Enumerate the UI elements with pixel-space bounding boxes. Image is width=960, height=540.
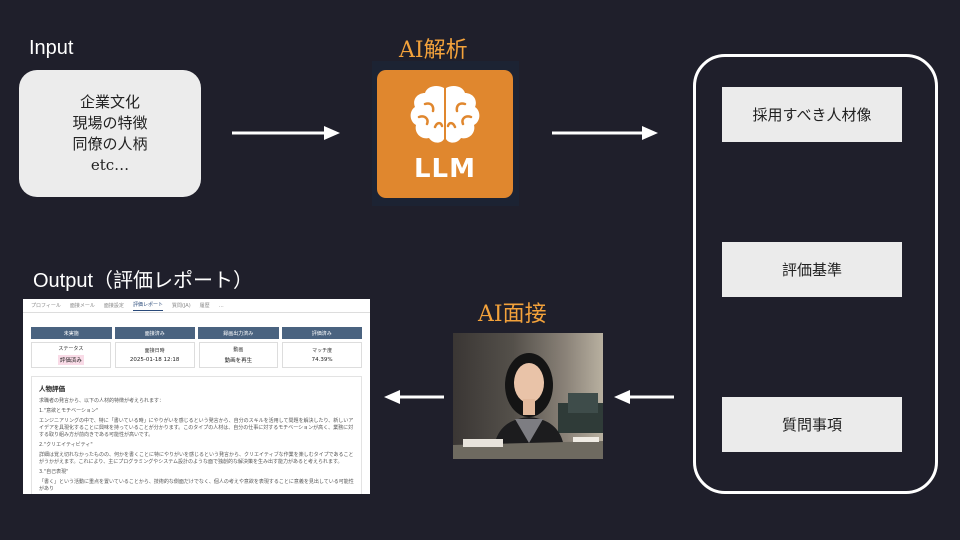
input-item: etc… (90, 155, 130, 174)
stage-step: 評価済み (281, 327, 362, 339)
stage-step: 録画出力済み (198, 327, 279, 339)
arrow-left-icon (384, 390, 444, 404)
report-tab[interactable]: 質問(JA) (171, 303, 191, 309)
summary-cards: ステータス 評価済み 面接日時 2025-01-18 12:18 動画 動画を再… (23, 339, 370, 371)
input-item: 現場の特徴 (72, 113, 148, 132)
input-box: 企業文化 現場の特徴 同僚の人柄 etc… (19, 70, 201, 197)
brain-icon (410, 85, 480, 143)
report-tab[interactable]: 面接設定 (103, 303, 124, 309)
report-paragraph: 求職者の発言から、以下の人材的特徴が考えられます： (39, 398, 165, 404)
stage-step: 面接済み (114, 327, 195, 339)
report-paragraph: 3."自己表現" (39, 469, 69, 475)
stage-step: 未実施 (31, 327, 112, 339)
card-value: 74.39% (311, 357, 333, 363)
output-box-criteria: 評価基準 (722, 242, 902, 297)
play-video-link[interactable]: 動画を再生 (224, 358, 253, 364)
report-paragraph: 2."クリエイティビティ" (39, 442, 93, 448)
output-report-title: Output（評価レポート） (33, 270, 254, 292)
evaluation-report-screenshot: プロフィール 面接メール 面接設定 評価レポート 質問(JA) 履歴 … 未実施… (23, 299, 370, 494)
status-badge: 評価済み (57, 355, 84, 365)
input-item: 企業文化 (79, 92, 140, 111)
video-card: 動画 動画を再生 (198, 342, 279, 368)
interviewer-photo (453, 333, 603, 459)
status-card: ステータス 評価済み (31, 342, 111, 368)
card-label: 動画 (233, 347, 244, 353)
arrow-right-icon (552, 126, 658, 140)
ai-analysis-title: AI解析 (399, 38, 468, 63)
report-tab[interactable]: プロフィール (31, 303, 61, 309)
output-box-questions: 質問事項 (722, 397, 902, 452)
match-card: マッチ度 74.39% (282, 342, 362, 368)
llm-logo: LLM (372, 61, 519, 206)
report-paragraph: エンジニアリングの中で、特に「書いている時」にやりがいを感じるという発言から、自… (39, 418, 354, 438)
arrow-left-icon (614, 390, 674, 404)
section-title: 人物評価 (39, 385, 65, 393)
progress-stages: 未実施 面接済み 録画出力済み 評価済み (23, 313, 370, 339)
evaluation-panel: 人物評価 求職者の発言から、以下の人材的特徴が考えられます： 1."意欲とモチベ… (31, 376, 362, 494)
arrow-right-icon (232, 126, 340, 140)
report-tab-active[interactable]: 評価レポート (132, 301, 163, 311)
card-label: 面接日時 (144, 348, 165, 354)
report-paragraph: 「書く」という活動に重点を置いていることから、技術的な側面だけでなく、個人の考え… (39, 479, 354, 492)
llm-label: LLM (413, 154, 476, 184)
input-title: Input (29, 37, 74, 59)
report-tab[interactable]: … (218, 302, 224, 309)
report-tab[interactable]: 面接メール (69, 303, 95, 309)
report-paragraph: 詳細は覚え切れなかったものの、何かを書くことに特にやりがいを感じるという発言から… (39, 452, 354, 465)
report-paragraph: 1."意欲とモチベーション" (39, 408, 99, 414)
report-tab[interactable]: 履歴 (199, 303, 210, 309)
card-value: 2025-01-18 12:18 (129, 357, 180, 363)
input-item: 同僚の人柄 (72, 134, 148, 153)
card-label: ステータス (58, 346, 84, 352)
interview-date-card: 面接日時 2025-01-18 12:18 (114, 342, 195, 368)
report-tabs: プロフィール 面接メール 面接設定 評価レポート 質問(JA) 履歴 … (23, 299, 370, 313)
outputs-frame (693, 54, 938, 494)
ai-interview-title: AI面接 (478, 302, 547, 327)
output-box-candidate-profile: 採用すべき人材像 (722, 87, 902, 142)
card-label: マッチ度 (312, 348, 333, 354)
